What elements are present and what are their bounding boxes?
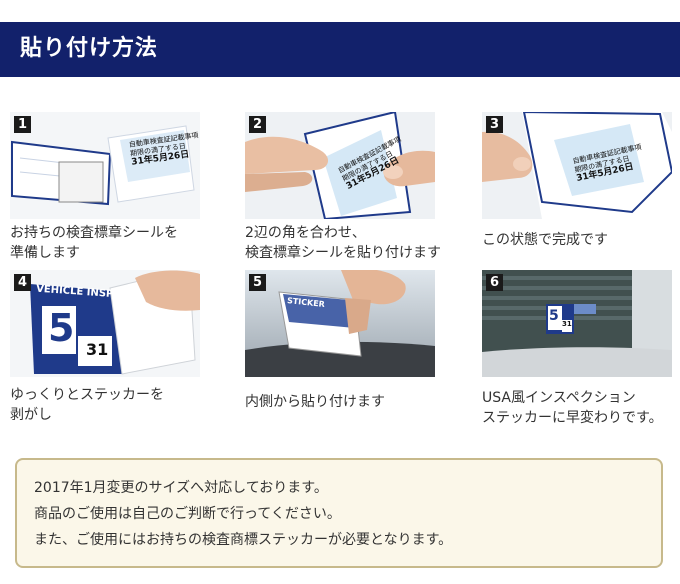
step-caption: ゆっくりとステッカーを 剥がし (10, 385, 164, 425)
caption-line: お持ちの検査標章シールを (10, 225, 178, 241)
step-1-photo: 自動車検査証記載事項 期限の満了する日 31年5月26日 (10, 112, 200, 219)
step-caption: 内側から貼り付けます (245, 392, 385, 412)
step-number: 6 (486, 274, 503, 291)
step-5-photo: STICKER (245, 270, 435, 377)
step-3-photo: 自動車検査証記載事項 期限の満了する日 31年5月26日 (482, 112, 672, 219)
sticker-text-6a: 5 (549, 308, 559, 324)
step-number: 5 (249, 274, 266, 291)
step-caption: USA風インスペクション ステッカーに早変わりです。 (482, 388, 663, 428)
caption-line: 準備します (10, 245, 80, 261)
step-caption: お持ちの検査標章シールを 準備します (10, 223, 178, 263)
step-6-photo: 5 31 (482, 270, 672, 377)
sticker-text-4c: 31 (86, 340, 109, 359)
step-number: 2 (249, 116, 266, 133)
caption-line: 検査標章シールを貼り付けます (245, 245, 441, 261)
section-title: 貼り付け方法 (20, 36, 159, 61)
notice-line: また、ご使用にはお持ちの検査商標ステッカーが必要となります。 (34, 532, 453, 548)
section-header: 貼り付け方法 (0, 22, 680, 77)
caption-line: 2辺の角を合わせ、 (245, 225, 366, 241)
notice-line: 2017年1月変更のサイズへ対応しております。 (34, 480, 328, 496)
step-2-photo: 自動車検査証記載事項 期限の満了する日 31年5月26日 (245, 112, 435, 219)
caption-line: ゆっくりとステッカーを (10, 387, 164, 403)
sticker-text-4b: 5 (48, 306, 75, 350)
step-caption: この状態で完成です (482, 230, 608, 250)
step-number: 1 (14, 116, 31, 133)
step-4-photo: VEHICLE INSPECT 5 31 (10, 270, 200, 377)
caption-line: ステッカーに早変わりです。 (482, 410, 663, 426)
caption-line: 内側から貼り付けます (245, 394, 385, 410)
step-number: 4 (14, 274, 31, 291)
notice-box: 2017年1月変更のサイズへ対応しております。 商品のご使用は自己のご判断で行っ… (15, 458, 663, 568)
step-caption: 2辺の角を合わせ、 検査標章シールを貼り付けます (245, 223, 441, 263)
sticker-text-6b: 31 (562, 320, 572, 328)
caption-line: 剥がし (10, 407, 52, 423)
step-number: 3 (486, 116, 503, 133)
notice-line: 商品のご使用は自己のご判断で行ってください。 (34, 506, 341, 522)
caption-line: この状態で完成です (482, 232, 608, 248)
caption-line: USA風インスペクション (482, 390, 636, 406)
